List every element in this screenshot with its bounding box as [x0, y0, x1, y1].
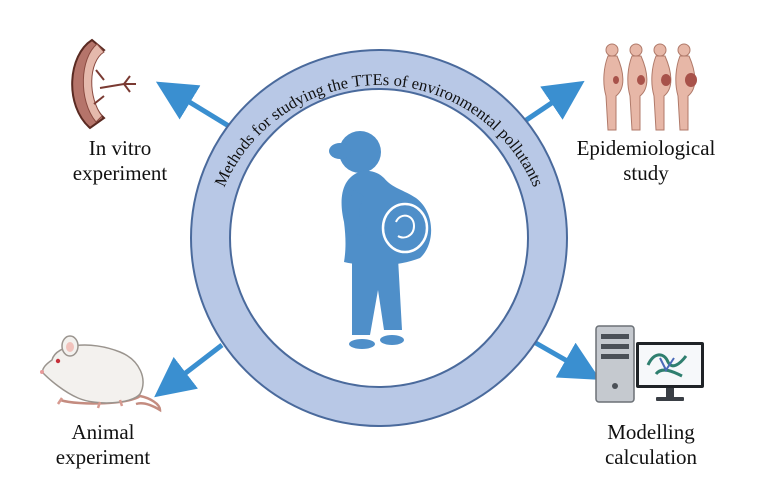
- label-in-vitro: In vitro experiment: [45, 136, 195, 186]
- ring-title: Methods for studying the TTEs of environ…: [210, 70, 547, 189]
- label-epidemiological-line1: Epidemiological: [576, 136, 716, 160]
- placenta-icon: [71, 38, 136, 130]
- pregnant-women-group-icon: [603, 43, 697, 131]
- pregnant-woman-icon: [329, 131, 432, 349]
- label-modelling-line1: Modelling: [607, 420, 695, 444]
- arrow-to-in-vitro: [155, 81, 234, 131]
- label-in-vitro-line2: experiment: [72, 161, 168, 185]
- label-modelling-line2: calculation: [604, 445, 698, 469]
- label-epidemiological-line2: study: [623, 161, 669, 185]
- label-animal: Animal experiment: [28, 420, 178, 470]
- label-animal-line1: Animal: [71, 420, 135, 444]
- rat-icon: [40, 335, 162, 413]
- label-epidemiological: Epidemiological study: [556, 136, 736, 186]
- arrow-to-animal: [154, 343, 224, 398]
- label-modelling: Modelling calculation: [576, 420, 726, 470]
- method-ring: [189, 49, 569, 427]
- computer-molecule-icon: [595, 325, 704, 403]
- arrow-to-modelling: [525, 335, 601, 380]
- label-animal-line2: experiment: [55, 445, 151, 469]
- label-in-vitro-line1: In vitro: [88, 136, 152, 160]
